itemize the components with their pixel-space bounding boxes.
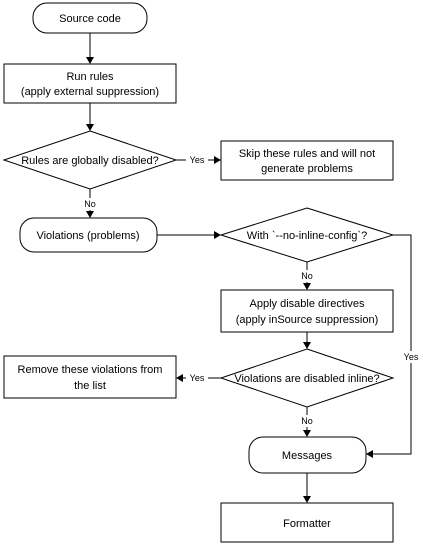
- process-shape: [220, 140, 394, 181]
- node-label: Apply disable directives: [250, 298, 365, 310]
- node-label: generate problems: [261, 163, 353, 175]
- arrowhead: [86, 57, 94, 64]
- node-label: Violations are disabled inline?: [234, 373, 379, 385]
- label-bg: [400, 351, 422, 363]
- node-label: Source code: [59, 13, 121, 25]
- node-label: (apply inSource suppression): [236, 314, 378, 326]
- terminal-shape: [32, 2, 148, 34]
- arrowhead: [86, 211, 94, 218]
- node-label: (apply external suppression): [21, 86, 159, 98]
- node-label: Rules are globally disabled?: [21, 155, 159, 167]
- process-shape: [220, 289, 394, 333]
- arrowhead: [303, 283, 311, 290]
- label-bg: [297, 270, 317, 282]
- node-label: With `--no-inline-config`?: [247, 230, 367, 242]
- edge-labels: Yes No No Yes No Yes: [80, 154, 422, 427]
- edge-label-yes-remove: Yes: [190, 373, 205, 383]
- node-label: the list: [74, 380, 106, 392]
- node-label: Run rules: [66, 71, 114, 83]
- terminal-shape: [19, 217, 158, 253]
- decision-shape: [219, 207, 395, 263]
- arrowhead: [214, 156, 221, 164]
- node-label: Violations (problems): [36, 230, 139, 242]
- arrowhead: [303, 342, 311, 349]
- node-globally-disabled: Rules are globally disabled?: [2, 130, 178, 190]
- arrowhead: [303, 496, 311, 503]
- edge-inline-config-to-messages: [373, 234, 412, 455]
- node-messages: Messages: [248, 436, 367, 474]
- node-label: Skip these rules and will not: [239, 148, 375, 160]
- label-bg: [297, 415, 317, 427]
- node-apply-directives: Apply disable directives (apply inSource…: [220, 289, 394, 333]
- node-source-code: Source code: [32, 2, 148, 34]
- process-shape: [220, 502, 394, 543]
- node-disabled-inline: Violations are disabled inline?: [219, 348, 395, 408]
- node-label: Remove these violations from: [18, 364, 163, 376]
- label-bg: [80, 198, 100, 210]
- edge-label-no-messages: No: [301, 416, 313, 426]
- label-bg: [186, 154, 208, 166]
- node-inline-config: With `--no-inline-config`?: [219, 207, 395, 263]
- label-bg: [186, 372, 208, 384]
- arrowhead: [176, 374, 183, 382]
- arrowhead: [303, 430, 311, 437]
- process-shape: [3, 355, 177, 399]
- node-label: Formatter: [283, 518, 331, 530]
- edge-label-yes-skip: Yes: [190, 155, 205, 165]
- process-shape: [3, 63, 177, 104]
- arrowhead: [86, 124, 94, 131]
- terminal-shape: [248, 436, 367, 474]
- node-run-rules: Run rules (apply external suppression): [3, 63, 177, 104]
- edges: [86, 33, 412, 503]
- arrowhead: [214, 231, 221, 239]
- node-violations: Violations (problems): [19, 217, 158, 253]
- node-skip-rules: Skip these rules and will not generate p…: [220, 140, 394, 181]
- edge-label-no-violations: No: [84, 199, 96, 209]
- decision-shape: [219, 348, 395, 408]
- edge-label-no-apply: No: [301, 271, 313, 281]
- arrowhead: [366, 450, 373, 458]
- edge-label-yes-messages: Yes: [404, 352, 419, 362]
- node-remove-violations: Remove these violations from the list: [3, 355, 177, 399]
- decision-shape: [2, 130, 178, 190]
- node-formatter: Formatter: [220, 502, 394, 543]
- node-label: Messages: [282, 450, 333, 462]
